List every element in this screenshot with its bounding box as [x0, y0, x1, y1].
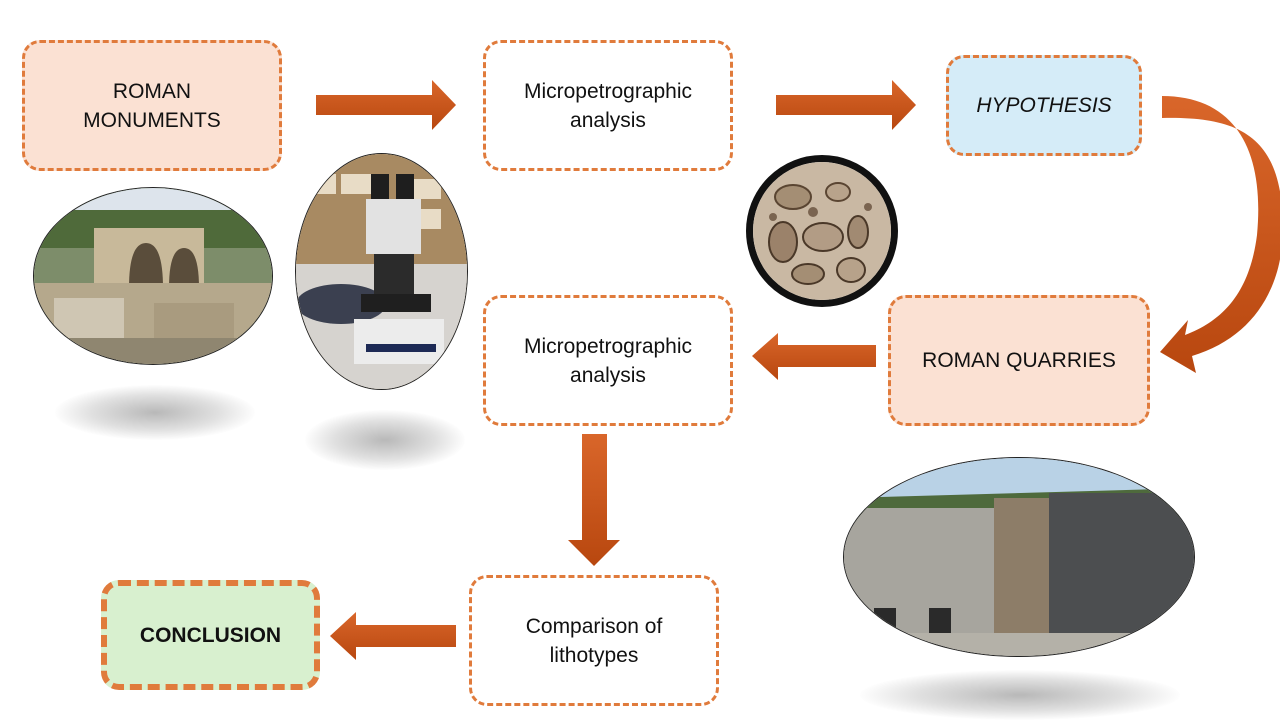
node-hypothesis: HYPOTHESIS	[946, 55, 1142, 156]
node-conclusion: CONCLUSION	[101, 580, 320, 690]
node-comparison-of-lithotypes: Comparison of lithotypes	[469, 575, 719, 706]
microscope-photo	[295, 153, 468, 390]
arrow-analysis-to-comparison	[568, 434, 620, 566]
arrow-comparison-to-conclusion	[330, 612, 456, 660]
node-conclusion-label: CONCLUSION	[139, 623, 282, 647]
node-comparison-label: Comparison of lithotypes	[525, 614, 663, 667]
node-hypothesis-label: HYPOTHESIS	[976, 94, 1112, 117]
quarry-shadow	[860, 670, 1180, 720]
node-analysis-2-label: Micropetrographic analysis	[523, 334, 693, 387]
arrow-quarries-to-analysis	[752, 333, 876, 380]
node-micropetrographic-analysis-2: Micropetrographic analysis	[483, 295, 733, 426]
arrow-analysis-to-hypothesis	[776, 80, 916, 130]
arrow-monuments-to-analysis	[316, 80, 456, 130]
node-micropetrographic-analysis-1: Micropetrographic analysis	[483, 40, 733, 171]
node-analysis-1-label: Micropetrographic analysis	[523, 79, 693, 132]
microscope-shadow	[305, 410, 465, 470]
thin-section-micrograph	[746, 155, 898, 307]
node-roman-quarries: ROMAN QUARRIES	[888, 295, 1150, 426]
ruins-shadow	[55, 385, 255, 440]
roman-ruins-photo	[33, 187, 273, 365]
arrow-hypothesis-to-quarries	[1160, 96, 1280, 373]
node-roman-monuments-label: ROMAN MONUMENTS	[83, 79, 221, 132]
node-roman-monuments: ROMAN MONUMENTS	[22, 40, 282, 171]
node-roman-quarries-label: ROMAN QUARRIES	[922, 349, 1116, 372]
quarry-photo	[843, 457, 1195, 657]
